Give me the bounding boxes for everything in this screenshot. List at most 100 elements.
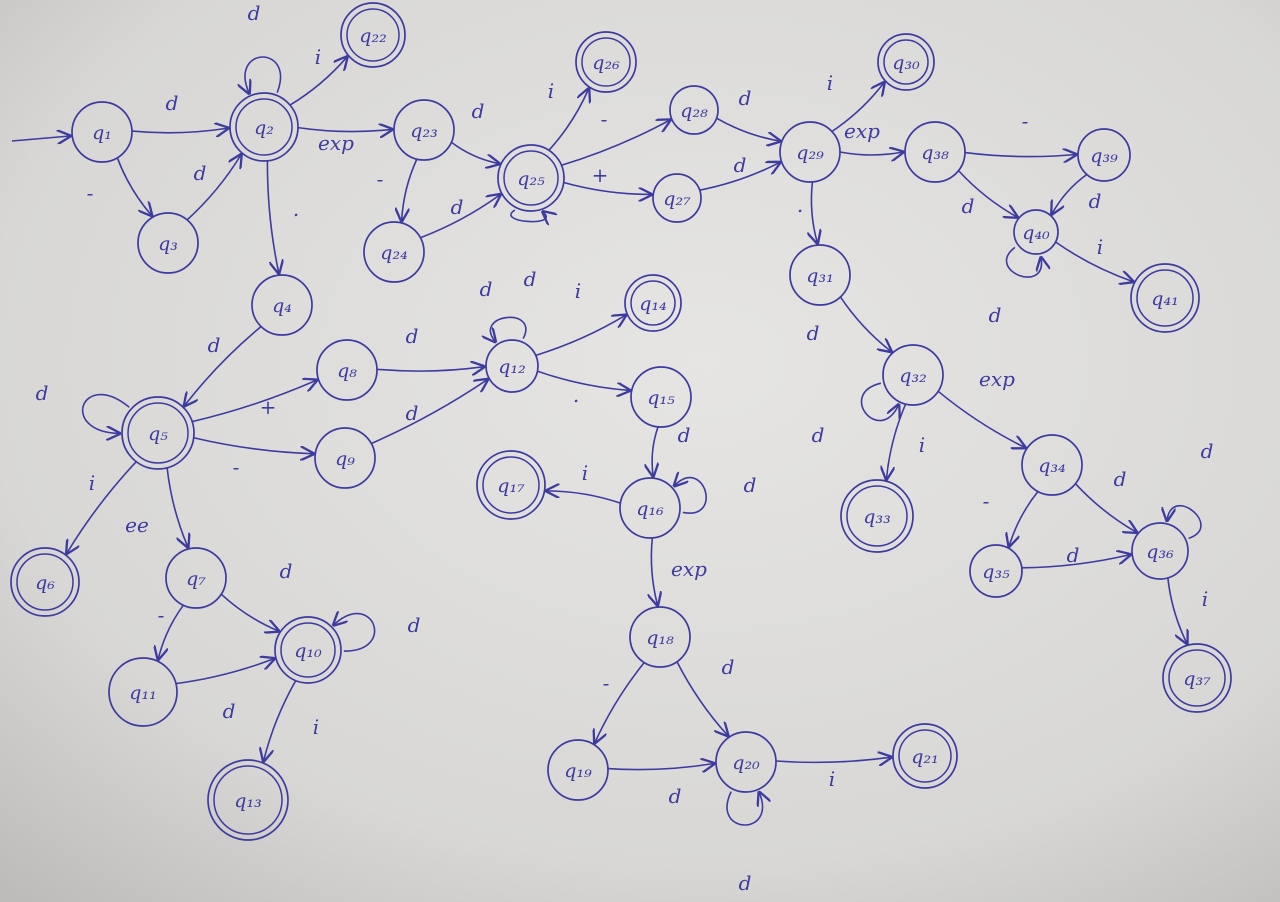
state-circle xyxy=(497,144,565,212)
state-label: q₁₀ xyxy=(294,640,322,662)
transition-label: i xyxy=(827,71,833,95)
transition-label: d xyxy=(722,655,735,679)
transition-label: - xyxy=(158,603,165,627)
accepting-ring xyxy=(630,280,676,326)
transition-q11-q10: d xyxy=(175,659,274,723)
transition-line xyxy=(334,614,376,652)
state-label: q₁₄ xyxy=(639,293,666,315)
transition-line xyxy=(676,661,728,736)
state-label: q₈ xyxy=(337,360,357,382)
transition-q34-q36: d xyxy=(1074,467,1136,533)
transition-line xyxy=(116,157,151,216)
state-circle xyxy=(314,427,376,489)
transition-label: d xyxy=(166,91,179,115)
state-label: q₃ xyxy=(158,233,178,255)
transition-line xyxy=(158,604,184,659)
transition-label: i xyxy=(313,715,319,739)
transition-q2-q23: exp xyxy=(297,128,392,155)
transition-line xyxy=(370,380,487,445)
transition-line xyxy=(1055,241,1133,282)
accepting-ring xyxy=(346,8,400,62)
state-label: q₂ xyxy=(254,117,274,139)
transition-label: d xyxy=(734,153,747,177)
transition-line xyxy=(175,659,274,685)
transition-q36-q36: d xyxy=(1167,439,1213,540)
state-circle xyxy=(575,31,637,93)
transition-label: d xyxy=(1067,543,1080,567)
transition-line xyxy=(81,393,130,434)
transition-line xyxy=(674,478,707,514)
transition-line xyxy=(1167,577,1187,644)
transition-line xyxy=(535,315,626,357)
transition-q5-q7: ee xyxy=(125,467,188,547)
transition-line xyxy=(886,403,907,479)
transition-q29-q38: exp xyxy=(839,119,903,155)
transition-q38-q40: d xyxy=(957,170,1018,218)
state-label: q₆ xyxy=(35,572,55,594)
transition-q25-q26: i xyxy=(548,79,589,151)
state-q10: q₁₀ xyxy=(274,616,342,684)
transition-q24-q25: d xyxy=(420,195,500,239)
state-q12: q₁₂ xyxy=(485,339,539,393)
state-q22: q₂₂ xyxy=(340,2,406,68)
state-label: q₂₈ xyxy=(680,100,708,122)
accepting-ring xyxy=(16,553,74,611)
state-label: q₂₇ xyxy=(663,188,691,210)
transition-label: exp xyxy=(844,119,880,143)
state-q3: q₃ xyxy=(137,212,199,274)
state-label: q₃₀ xyxy=(892,52,920,74)
transition-label: d xyxy=(669,784,682,808)
state-circle xyxy=(340,2,406,68)
transition-label: - xyxy=(87,181,94,205)
transition-line xyxy=(839,152,903,155)
transition-label: d xyxy=(472,99,485,123)
transition-line xyxy=(266,160,278,273)
transition-line xyxy=(420,195,500,239)
transition-line xyxy=(186,155,241,221)
transition-line xyxy=(297,128,392,132)
transition-q2-q4: . xyxy=(266,160,299,273)
state-circle xyxy=(229,92,299,162)
state-q39: q₃₉ xyxy=(1077,128,1131,182)
transition-label: d xyxy=(280,559,293,583)
state-circle xyxy=(624,274,682,332)
state-q9: q₉ xyxy=(314,427,376,489)
transition-label: d xyxy=(480,277,493,301)
state-circle xyxy=(137,212,199,274)
state-q24: q₂₄ xyxy=(363,221,425,283)
transition-line xyxy=(1074,483,1136,533)
accepting-ring xyxy=(213,765,283,835)
transition-label: - xyxy=(1022,109,1029,133)
state-circle xyxy=(789,244,851,306)
transition-q16-q18: exp xyxy=(651,537,707,605)
transition-line xyxy=(402,158,418,221)
state-label: q₁ xyxy=(92,122,112,144)
transition-label: - xyxy=(603,671,610,695)
state-circle xyxy=(882,344,944,406)
state-circle xyxy=(1162,643,1232,713)
transition-label: i xyxy=(89,471,95,495)
state-circle xyxy=(1130,263,1200,333)
transition-q40-q40: d xyxy=(989,246,1042,327)
state-q28: q₂₈ xyxy=(669,85,719,135)
state-circle xyxy=(251,274,313,336)
transition-label: d xyxy=(989,303,1002,327)
state-label: q₁₁ xyxy=(129,682,156,704)
accepting-ring xyxy=(1136,269,1194,327)
state-label: q₂₂ xyxy=(359,25,386,47)
state-q19: q₁₉ xyxy=(547,739,609,801)
transition-label: + xyxy=(260,395,277,419)
accepting-ring xyxy=(503,150,559,206)
accepting-ring xyxy=(127,402,189,464)
state-q30: q₃₀ xyxy=(877,33,935,91)
accepting-ring xyxy=(581,37,631,87)
state-q27: q₂₇ xyxy=(652,173,702,223)
transition-label: d xyxy=(524,267,537,291)
state-q11: q₁₁ xyxy=(108,657,178,727)
transition-label: d xyxy=(248,1,261,25)
state-circle xyxy=(630,366,692,428)
transition-line xyxy=(964,153,1076,157)
state-circle xyxy=(476,450,546,520)
